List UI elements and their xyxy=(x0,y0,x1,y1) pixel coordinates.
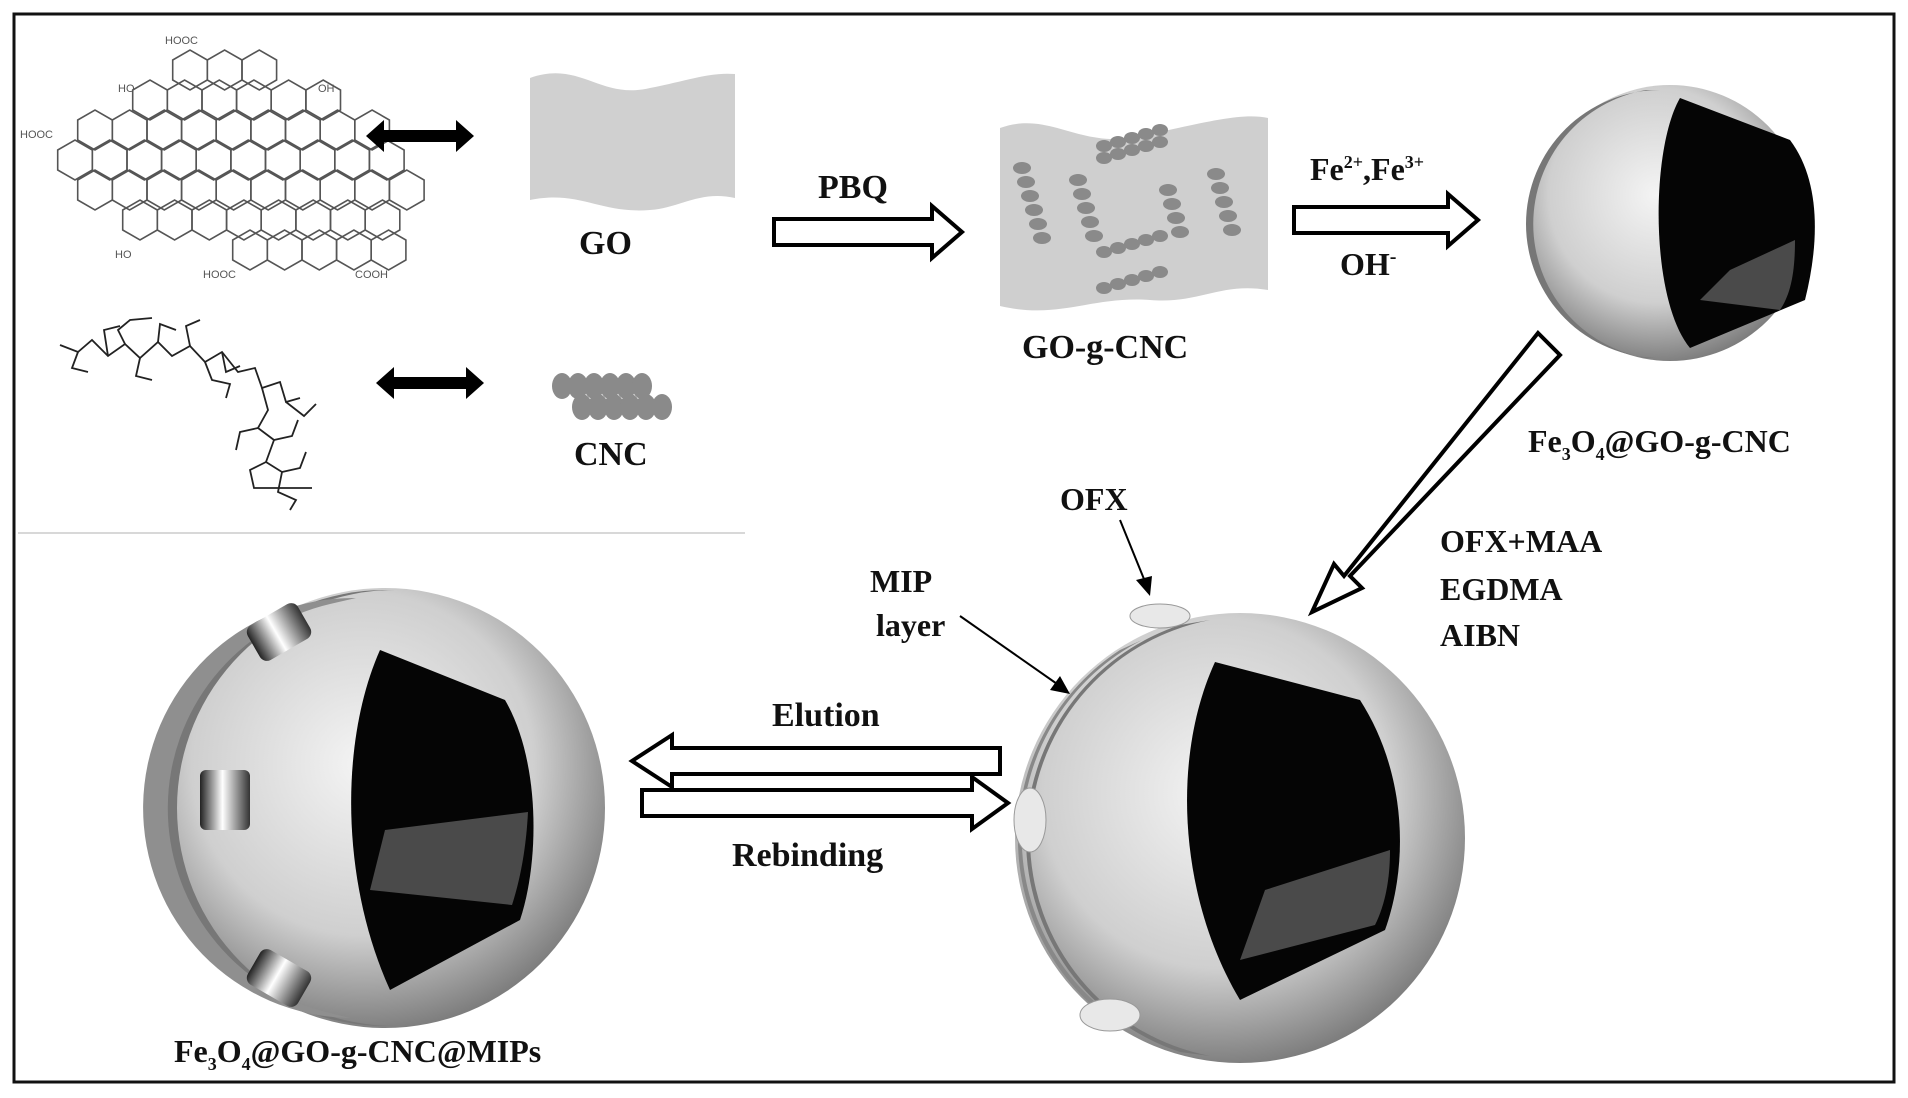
ofx-pointer xyxy=(1120,520,1146,584)
arrow-elution xyxy=(632,735,1000,787)
cnc-chemical-structure xyxy=(60,318,316,510)
reagent-3-label: AIBN xyxy=(1440,617,1520,653)
chem-label-ho-bottom: HO xyxy=(115,249,132,261)
double-arrow-cnc xyxy=(376,367,484,399)
mip-layer-label-1: MIP xyxy=(870,563,932,599)
chem-label-ho-left: HO xyxy=(118,83,135,95)
reagent-1-label: OFX+MAA xyxy=(1440,523,1602,559)
go-label: GO xyxy=(579,225,632,262)
rebinding-label: Rebinding xyxy=(732,837,883,874)
oh-label: OH- xyxy=(1340,246,1396,282)
chem-label-hooc-bottom: HOOC xyxy=(203,269,236,281)
go-g-cnc-label: GO-g-CNC xyxy=(1022,329,1188,366)
mip-layer-label-2: layer xyxy=(876,607,945,643)
elution-label: Elution xyxy=(772,697,880,734)
pbq-label: PBQ xyxy=(818,169,888,206)
ofx-label: OFX xyxy=(1060,481,1128,517)
chem-label-hooc-left: HOOC xyxy=(20,129,53,141)
fe3o4-mips-label: Fe3O4@GO-g-CNC@MIPs xyxy=(174,1033,541,1074)
fe3o4-mips-sphere xyxy=(143,588,605,1028)
mip-layer-pointer-head xyxy=(1050,676,1070,694)
go-chemical-structure xyxy=(58,50,424,270)
mip-coated-sphere xyxy=(1014,604,1465,1063)
fe-ions-label: Fe2+,Fe3+ xyxy=(1310,151,1424,187)
go-hexagon-ring xyxy=(157,200,192,240)
go-hexagon-ring xyxy=(192,200,227,240)
chem-label-cooh: COOH xyxy=(355,269,388,281)
fe3o4-go-g-cnc-sphere xyxy=(1526,85,1815,361)
mip-layer-pointer xyxy=(960,616,1060,686)
arrow-rebinding xyxy=(642,777,1008,829)
chem-label-hooc-top: HOOC xyxy=(165,35,198,47)
arrow-pbq xyxy=(774,206,962,258)
ofx-pointer-head xyxy=(1136,576,1152,596)
chem-label-oh-right: OH xyxy=(318,83,335,95)
arrow-fe-ions xyxy=(1294,194,1478,246)
reagent-2-label: EGDMA xyxy=(1440,571,1563,607)
cnc-beads xyxy=(552,373,672,420)
go-hexagon-ring xyxy=(123,200,158,240)
cnc-label: CNC xyxy=(574,436,648,473)
go-g-cnc-composite xyxy=(1000,116,1268,310)
go-sheet xyxy=(530,73,735,210)
fe3o4-go-g-cnc-label: Fe3O4@GO-g-CNC xyxy=(1528,423,1791,464)
double-arrow-go xyxy=(366,120,474,152)
